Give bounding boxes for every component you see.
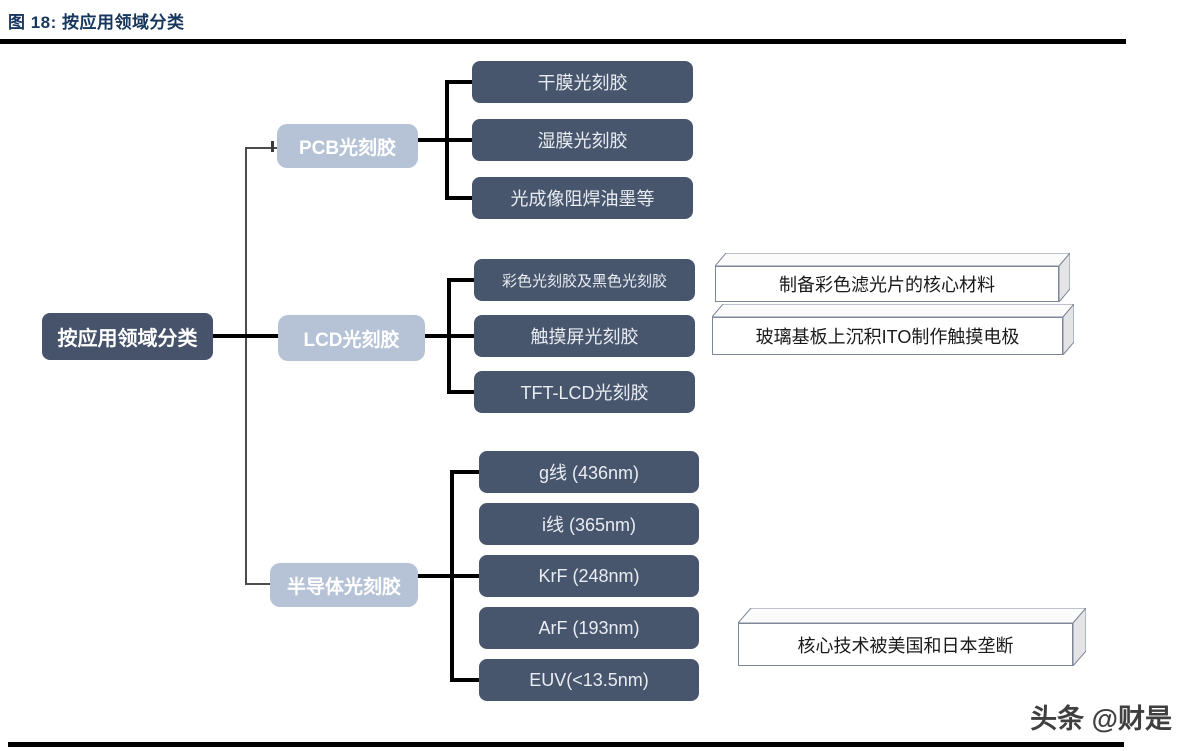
semiconductor-stub-bottom (450, 678, 479, 682)
trunk-stub-pcb (245, 147, 277, 149)
annotation-color-filter: 制备彩色滤光片的核心材料 (715, 253, 1070, 302)
leaf-dry-film: 干膜光刻胶 (472, 61, 693, 103)
root-to-lcd-line (213, 334, 278, 338)
leaf-color-black-resist: 彩色光刻胶及黑色光刻胶 (474, 259, 695, 301)
branch-pcb: PCB光刻胶 (277, 124, 418, 168)
figure-title: 图 18: 按应用领域分类 (8, 13, 185, 32)
trunk-stub-pcb-tick (271, 141, 274, 152)
leaf-g-line: g线 (436nm) (479, 451, 699, 493)
branch-semiconductor: 半导体光刻胶 (270, 563, 418, 607)
watermark: 头条 @财是 (1030, 704, 1172, 734)
pcb-stub-top (445, 80, 472, 84)
annotation-text: 制备彩色滤光片的核心材料 (779, 275, 995, 295)
lcd-stub-bottom (447, 390, 474, 394)
annotation-3d-shape (715, 253, 1070, 302)
semiconductor-parent-line (418, 574, 479, 578)
title-rule (0, 39, 1126, 44)
leaf-solder-mask-ink: 光成像阻焊油墨等 (472, 177, 693, 219)
leaf-wet-film: 湿膜光刻胶 (472, 119, 693, 161)
annotation-us-japan-monopoly: 核心技术被美国和日本垄断 (738, 608, 1086, 666)
bottom-rule (8, 742, 1124, 747)
leaf-arf: ArF (193nm) (479, 607, 699, 649)
leaf-euv: EUV(<13.5nm) (479, 659, 699, 701)
leaf-tft-lcd-resist: TFT-LCD光刻胶 (474, 371, 695, 413)
annotation-ito-electrode: 玻璃基板上沉积ITO制作触摸电极 (712, 304, 1074, 355)
pcb-stub-bottom (445, 196, 472, 200)
trunk-line (245, 147, 247, 585)
semiconductor-spine (450, 470, 454, 682)
annotation-3d-shape (738, 608, 1086, 666)
root-node: 按应用领域分类 (42, 313, 213, 360)
leaf-krf: KrF (248nm) (479, 555, 699, 597)
pcb-spine (445, 80, 449, 200)
annotation-text: 玻璃基板上沉积ITO制作触摸电极 (755, 327, 1020, 347)
leaf-i-line: i线 (365nm) (479, 503, 699, 545)
semiconductor-stub-top (450, 470, 479, 474)
leaf-touchscreen-resist: 触摸屏光刻胶 (474, 315, 695, 357)
annotation-text: 核心技术被美国和日本垄断 (797, 635, 1014, 656)
lcd-stub-top (447, 278, 474, 282)
trunk-stub-semiconductor (245, 583, 270, 585)
annotation-3d-shape (712, 304, 1074, 355)
lcd-spine (447, 278, 451, 394)
branch-lcd: LCD光刻胶 (278, 315, 425, 361)
